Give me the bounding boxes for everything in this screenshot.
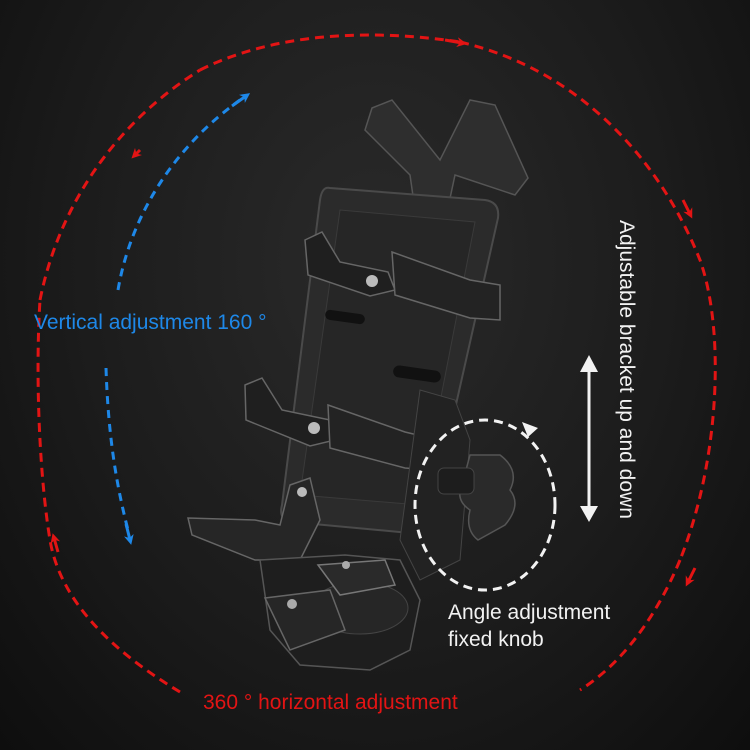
angle-knob-label: Angle adjustment fixed knob — [448, 599, 610, 653]
vertical-adjustment-label: Vertical adjustment 160 ° — [34, 311, 267, 334]
up-down-arrow-icon — [580, 355, 598, 522]
phone-holder-image — [187, 99, 529, 671]
horizontal-rotation-arrows-icon — [36, 33, 717, 694]
knob-rotation-icon — [413, 418, 557, 592]
bracket-adjustment-label: Adjustable bracket up and down — [615, 220, 638, 519]
vertical-rotation-arrows-icon — [104, 93, 251, 545]
horizontal-adjustment-label: 360 ° horizontal adjustment — [203, 691, 458, 714]
angle-knob-label-line1: Angle adjustment — [448, 601, 611, 624]
angle-knob-label-line2: fixed knob — [448, 628, 544, 651]
